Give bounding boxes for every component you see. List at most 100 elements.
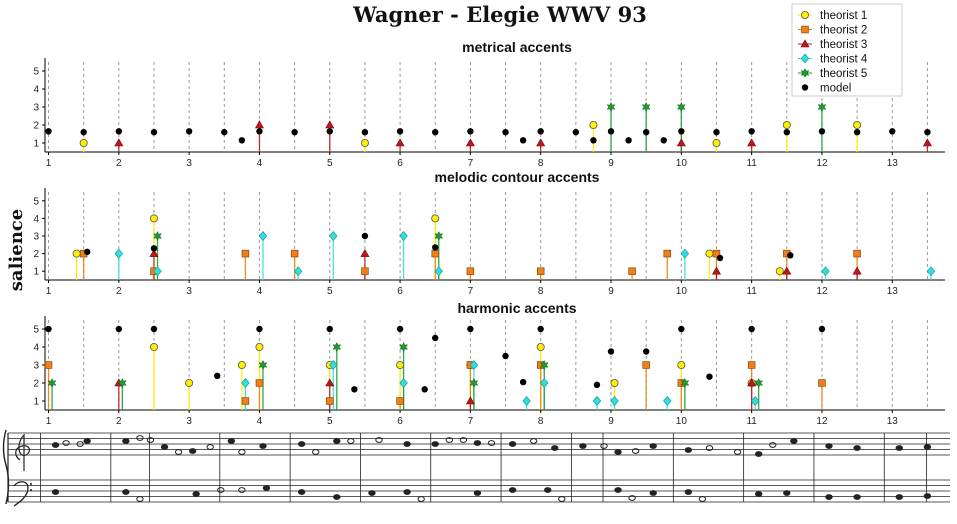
note-head [431, 441, 439, 447]
data-point [713, 129, 720, 136]
y-tick-label: 5 [33, 196, 39, 207]
series-markers-theorist-2 [44, 361, 826, 405]
chart-title: Wagner - Elegie WWV 93 [352, 2, 647, 27]
note-head [628, 495, 636, 501]
data-point [663, 396, 672, 406]
x-tick-label: 6 [397, 416, 403, 427]
data-point [590, 137, 597, 144]
data-point [150, 245, 158, 252]
note-head [297, 441, 306, 447]
data-point [351, 386, 358, 393]
data-point [432, 129, 439, 136]
x-tick-label: 8 [538, 158, 544, 169]
x-tick-label: 13 [887, 416, 899, 427]
x-tick-label: 12 [816, 416, 828, 427]
note-head [146, 437, 155, 443]
data-point [747, 138, 757, 147]
data-point [361, 232, 369, 240]
note-head [262, 485, 271, 491]
data-point [114, 138, 124, 147]
data-point [431, 214, 440, 223]
data-point [44, 361, 53, 369]
bass-clef-dot [30, 483, 32, 485]
data-point [237, 360, 246, 369]
data-point [705, 249, 714, 258]
note-head [895, 494, 903, 500]
legend-label: theorist 4 [820, 54, 868, 66]
data-point [72, 249, 81, 258]
x-tick-label: 9 [608, 158, 614, 169]
data-point [149, 214, 158, 223]
note-head [83, 438, 91, 444]
note-head [558, 496, 566, 502]
data-point [782, 121, 791, 130]
x-tick-label: 5 [327, 416, 333, 427]
data-point [80, 129, 87, 136]
data-point [642, 361, 650, 369]
note-head [227, 438, 236, 444]
data-point [536, 138, 546, 147]
data-point [45, 325, 52, 333]
data-point [332, 341, 342, 353]
data-point [150, 129, 158, 136]
brace-icon [2, 429, 10, 505]
series-theorist-4 [118, 236, 932, 280]
data-point [536, 342, 545, 351]
note-head [649, 443, 657, 449]
x-tick-label: 10 [676, 416, 688, 427]
x-tick-label: 10 [676, 286, 688, 297]
note-head [544, 487, 552, 493]
bass-clef-icon [13, 481, 29, 507]
data-point [466, 267, 475, 275]
data-point [625, 137, 632, 144]
data-point [519, 137, 527, 144]
data-point [258, 359, 268, 371]
data-point [660, 137, 667, 144]
panel-title: melodic contour accents [435, 169, 600, 185]
data-point [185, 378, 194, 387]
legend-item: theorist 3 [798, 39, 867, 51]
note-head [614, 487, 622, 493]
data-point [329, 360, 338, 370]
note-head [259, 443, 267, 449]
data-point [47, 377, 57, 389]
note-head [473, 440, 482, 446]
note-head [136, 435, 144, 441]
x-tick-label: 11 [746, 158, 757, 169]
note-head [122, 438, 130, 444]
data-point [712, 138, 721, 147]
note-head [347, 438, 355, 444]
data-point [114, 248, 124, 259]
data-point [712, 249, 721, 258]
data-point [432, 334, 439, 342]
note-head [649, 490, 657, 496]
y-tick-label: 2 [33, 249, 39, 260]
y-tick-label: 2 [33, 121, 39, 132]
data-point [642, 129, 650, 136]
data-point [747, 378, 757, 387]
series-theorist-4 [244, 365, 756, 410]
data-point [432, 244, 439, 251]
note-head [368, 490, 376, 496]
x-tick-label: 6 [397, 158, 403, 169]
series-markers-theorist-5 [153, 230, 444, 242]
data-point [502, 129, 509, 136]
x-tick-label: 1 [46, 286, 52, 297]
note-head [698, 496, 707, 502]
note-head [923, 493, 932, 499]
legend-item: theorist 1 [798, 10, 867, 22]
x-tick-label: 10 [676, 158, 688, 169]
data-point [676, 101, 686, 113]
data-point [117, 377, 127, 389]
data-point [663, 249, 672, 258]
note-head [76, 441, 84, 447]
x-tick-label: 3 [186, 158, 192, 169]
y-tick-label: 4 [33, 343, 39, 354]
note-head [631, 448, 640, 454]
data-point [680, 377, 690, 389]
data-point [852, 266, 862, 275]
x-tick-label: 4 [257, 158, 263, 169]
data-point [238, 137, 246, 144]
